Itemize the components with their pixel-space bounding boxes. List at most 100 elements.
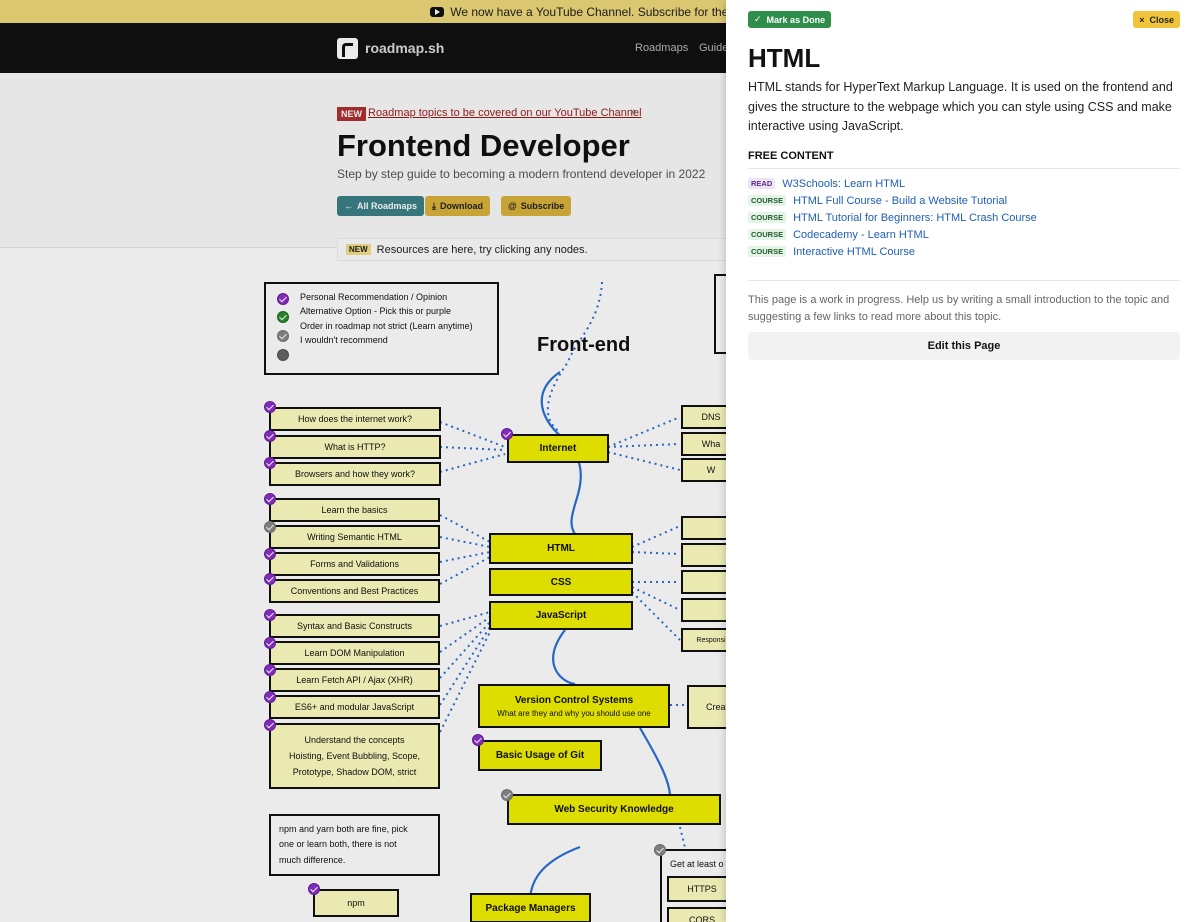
not-recommended-icon <box>277 349 289 361</box>
group-label: Get at least o <box>670 859 724 869</box>
check-purple-icon <box>472 734 484 746</box>
node-package-managers[interactable]: Package Managers <box>470 893 591 922</box>
logo-icon[interactable] <box>337 38 358 59</box>
resource-link[interactable]: HTML Tutorial for Beginners: HTML Crash … <box>793 211 1037 224</box>
topic-npm[interactable]: npm <box>313 889 399 917</box>
main-spine <box>639 727 672 798</box>
topic-dom[interactable]: Learn DOM Manipulation <box>269 641 440 665</box>
topic-learn-basics[interactable]: Learn the basics <box>269 498 440 522</box>
check-gray-icon <box>501 789 513 801</box>
page-title: Frontend Developer <box>337 128 630 163</box>
legend-item: Alternative Option - Pick this or purple <box>300 306 452 317</box>
topic-semantic-html[interactable]: Writing Semantic HTML <box>269 525 440 549</box>
topic-es6[interactable]: ES6+ and modular JavaScript <box>269 695 440 719</box>
check-purple-icon <box>264 401 276 413</box>
banner-text[interactable]: We now have a YouTube Channel. Subscribe… <box>450 4 770 19</box>
logo-text[interactable]: roadmap.sh <box>365 40 445 56</box>
topic-drawer: ✓ Mark as Done × Close HTML HTML stands … <box>726 0 1200 922</box>
check-purple-icon <box>264 457 276 469</box>
main-spine <box>552 629 576 686</box>
check-purple-icon <box>264 691 276 703</box>
check-purple-icon <box>264 719 276 731</box>
legend-item: I wouldn't recommend <box>300 335 388 346</box>
vcs-subtitle: What are they and why you should use one <box>497 708 651 718</box>
mark-done-label: Mark as Done <box>766 14 826 25</box>
close-label: Close <box>1149 14 1174 25</box>
concepts-line: Understand the concepts <box>304 734 405 745</box>
course-badge: COURSE <box>748 195 787 206</box>
concepts-line: Prototype, Shadow DOM, strict <box>292 767 417 778</box>
check-green-icon <box>277 311 289 323</box>
work-in-progress-note: This page is a work in progress. Help us… <box>748 294 1170 323</box>
node-git[interactable]: Basic Usage of Git <box>478 740 602 771</box>
download-button[interactable]: ⤓ Download <box>425 196 490 216</box>
divider <box>748 280 1180 281</box>
resource-link[interactable]: HTML Full Course - Build a Website Tutor… <box>793 194 1008 207</box>
check-purple-icon <box>264 548 276 560</box>
topic-title: HTML <box>748 43 821 73</box>
resource-item[interactable]: COURSE Interactive HTML Course <box>748 243 1180 260</box>
topic-description: HTML stands for HyperText Markup Languag… <box>748 80 1173 133</box>
free-content-heading: FREE CONTENT <box>748 150 1180 169</box>
concepts-line: Hoisting, Event Bubbling, Scope, <box>288 750 421 761</box>
resource-link[interactable]: Codecademy - Learn HTML <box>793 228 929 241</box>
topic-conventions[interactable]: Conventions and Best Practices <box>269 579 440 603</box>
npm-note-line: much difference. <box>279 854 346 865</box>
resource-list: READ W3Schools: Learn HTML COURSE HTML F… <box>748 175 1180 260</box>
resources-text: Resources are here, try clicking any nod… <box>376 243 588 256</box>
check-purple-icon <box>264 430 276 442</box>
npm-note-line: npm and yarn both are fine, pick <box>279 824 408 834</box>
node-html[interactable]: HTML <box>489 533 633 564</box>
check-purple-icon <box>277 293 289 305</box>
resource-item[interactable]: READ W3Schools: Learn HTML <box>748 175 1180 192</box>
resource-item[interactable]: COURSE HTML Full Course - Build a Websit… <box>748 192 1180 209</box>
at-icon: @ <box>508 201 517 211</box>
close-button[interactable]: × Close <box>1133 11 1180 28</box>
new-badge: NEW <box>346 244 371 255</box>
connector <box>439 611 491 733</box>
legend-item: Personal Recommendation / Opinion <box>300 292 448 302</box>
main-spine <box>546 281 603 433</box>
resource-link[interactable]: W3Schools: Learn HTML <box>782 177 906 190</box>
topic-http[interactable]: What is HTTP? <box>269 435 441 459</box>
subscribe-button[interactable]: @ Subscribe <box>501 196 572 216</box>
topic-internet-work[interactable]: How does the internet work? <box>269 407 441 431</box>
resource-item[interactable]: COURSE Codecademy - Learn HTML <box>748 226 1180 243</box>
edit-page-button[interactable]: Edit this Page <box>748 332 1180 360</box>
node-javascript[interactable]: JavaScript <box>489 601 633 630</box>
course-badge: COURSE <box>748 212 787 223</box>
topic-fetch[interactable]: Learn Fetch API / Ajax (XHR) <box>269 668 440 692</box>
check-purple-icon <box>501 428 513 440</box>
chevron-right-icon: » <box>630 106 637 118</box>
check-gray-icon <box>654 844 666 856</box>
topic-https[interactable]: HTTPS <box>667 876 737 902</box>
check-gray-icon <box>277 330 289 342</box>
topic-browsers[interactable]: Browsers and how they work? <box>269 462 441 486</box>
resources-notice: NEW Resources are here, try clicking any… <box>337 238 777 261</box>
topic-syntax[interactable]: Syntax and Basic Constructs <box>269 614 440 638</box>
topic-concepts[interactable]: Understand the concepts Hoisting, Event … <box>269 723 440 789</box>
youtube-topics-link[interactable]: Roadmap topics to be covered on our YouT… <box>368 107 642 119</box>
youtube-icon <box>430 6 445 17</box>
node-css[interactable]: CSS <box>489 568 633 596</box>
close-icon: × <box>1139 14 1145 25</box>
all-roadmaps-button[interactable]: ← All Roadmaps <box>337 196 425 216</box>
check-purple-icon <box>308 883 320 895</box>
legend-item: Order in roadmap not strict (Learn anyti… <box>300 320 473 331</box>
node-vcs[interactable]: Version Control Systems What are they an… <box>478 684 670 728</box>
mark-as-done-button[interactable]: ✓ Mark as Done <box>748 11 832 28</box>
connector <box>670 704 687 853</box>
node-internet[interactable]: Internet <box>507 434 609 463</box>
connector <box>439 514 681 641</box>
node-web-security[interactable]: Web Security Knowledge <box>507 794 721 825</box>
download-label: Download <box>439 201 483 211</box>
topic-forms[interactable]: Forms and Validations <box>269 552 440 576</box>
nav-roadmaps[interactable]: Roadmaps <box>635 42 689 54</box>
check-gray-icon <box>264 521 276 533</box>
read-badge: READ <box>748 178 776 189</box>
resource-link[interactable]: Interactive HTML Course <box>793 245 915 258</box>
resource-item[interactable]: COURSE HTML Tutorial for Beginners: HTML… <box>748 209 1180 226</box>
course-badge: COURSE <box>748 246 787 257</box>
npm-note: npm and yarn both are fine, pick one or … <box>269 814 440 876</box>
nav-guides[interactable]: Guide <box>699 42 729 54</box>
